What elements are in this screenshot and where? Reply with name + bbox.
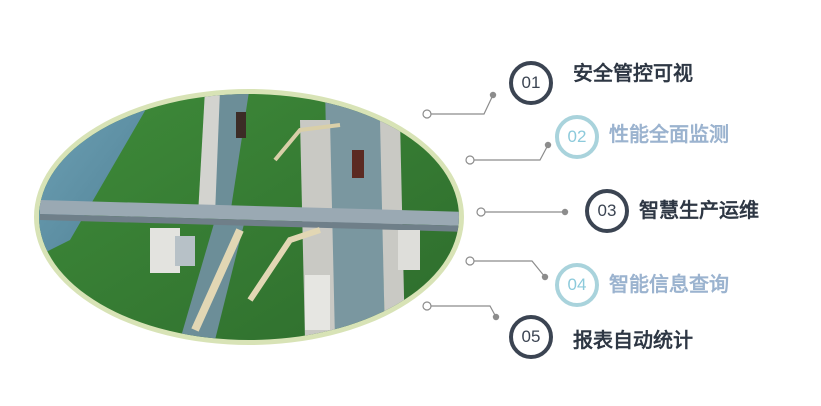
connector-04 (470, 260, 546, 278)
badge-05: 05 (509, 315, 553, 359)
badge-01-number: 01 (521, 73, 541, 92)
connector-05 (427, 305, 497, 318)
connector-04-start-dot (465, 256, 475, 266)
badge-05-number: 05 (521, 327, 541, 346)
badge-04-number: 04 (567, 275, 587, 294)
badge-04: 04 (555, 263, 599, 307)
badge-02-number: 02 (567, 127, 587, 146)
feature-label-03: 智慧生产运维 (639, 198, 759, 222)
badge-02: 02 (555, 115, 599, 159)
feature-label-04: 智能信息查询 (609, 272, 729, 296)
connector-03-end-dot (561, 208, 569, 216)
connector-05-start-dot (422, 301, 432, 311)
connector-05-end-dot (492, 313, 500, 321)
connector-01-start-dot (422, 109, 432, 119)
badge-03-number: 03 (597, 201, 617, 220)
feature-label-02: 性能全面监测 (609, 122, 729, 146)
connector-01 (427, 94, 494, 115)
badge-03: 03 (585, 189, 629, 233)
feature-label-01: 安全管控可视 (573, 61, 693, 85)
connector-03-start-dot (476, 207, 486, 217)
feature-label-05: 报表自动统计 (573, 328, 693, 352)
ship-lock-photo (34, 89, 464, 345)
connector-01-end-dot (489, 91, 497, 99)
connector-04-end-dot (541, 273, 549, 281)
connector-02 (470, 144, 549, 161)
connector-02-start-dot (465, 155, 475, 165)
badge-01: 01 (509, 61, 553, 105)
connector-02-end-dot (544, 141, 552, 149)
